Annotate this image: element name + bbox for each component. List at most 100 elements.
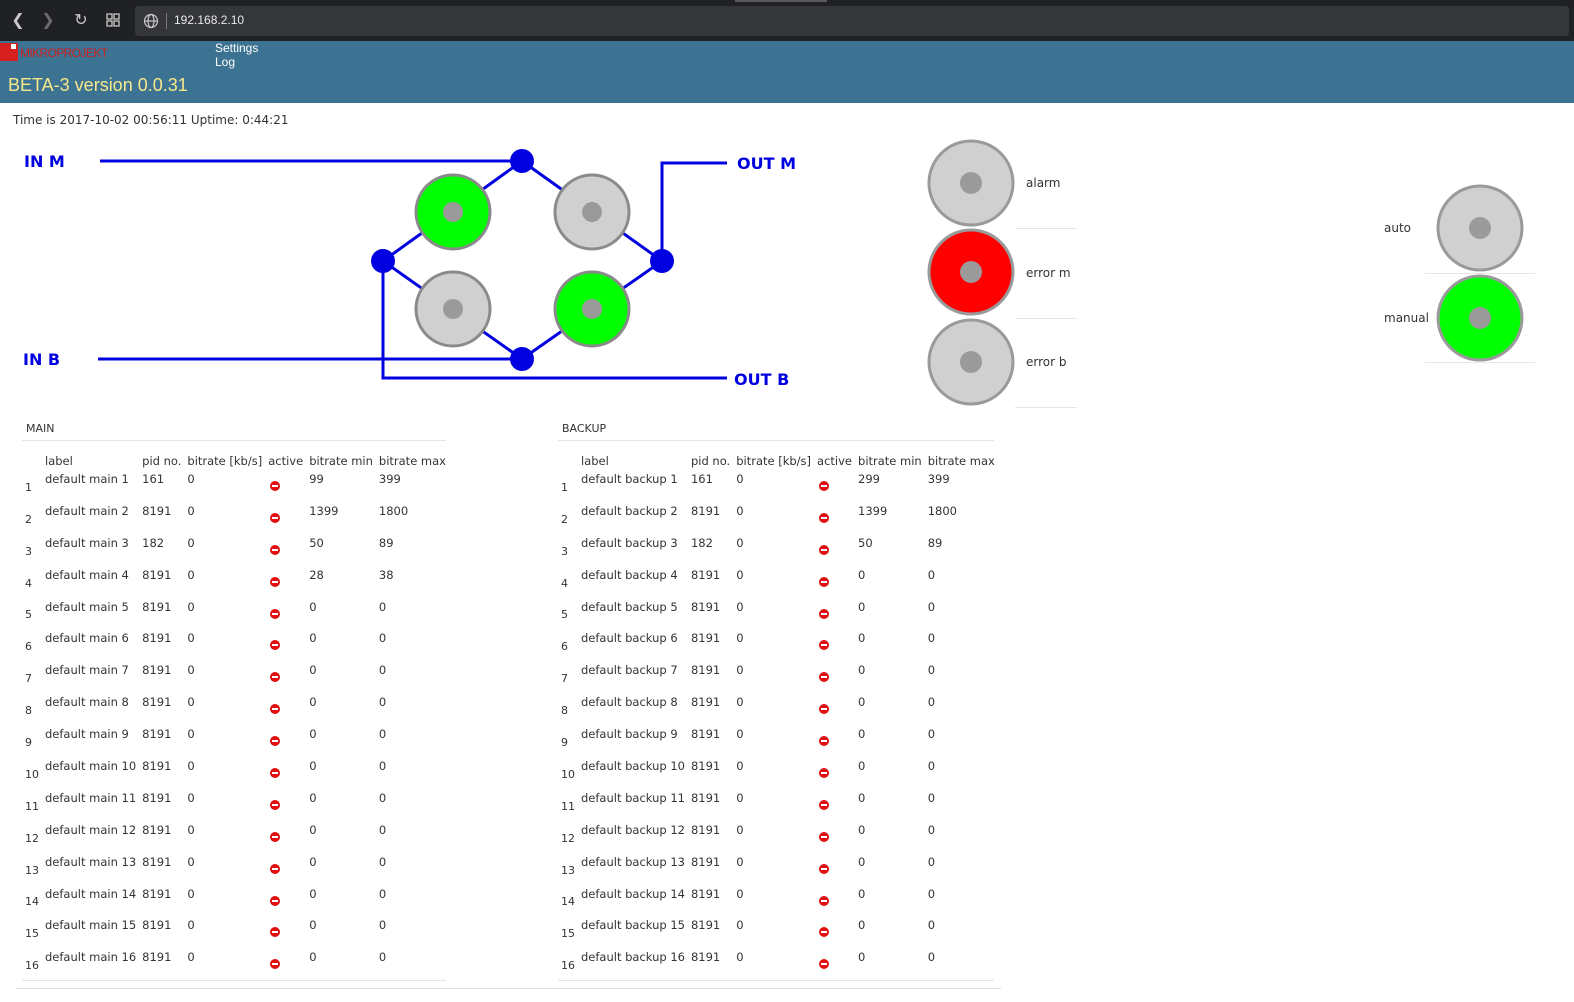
bitrate-min-cell: 99 <box>309 472 324 486</box>
pid-cell: 182 <box>142 535 165 550</box>
label-cell: default main 4 <box>45 567 129 582</box>
menu-item-settings[interactable]: Settings <box>215 41 259 55</box>
bitrate-cell: 0 <box>187 886 195 901</box>
bitrate-min-cell: 0 <box>309 727 317 742</box>
bitrate-max-cell: 38 <box>378 567 394 582</box>
active-cell <box>814 659 855 691</box>
alarm-indicator <box>927 139 1015 227</box>
row-number: 7 <box>561 672 568 686</box>
row-number: 14 <box>561 895 575 909</box>
globe-icon <box>143 13 159 29</box>
bitrate-max-cell: 0 <box>378 886 387 901</box>
bitrate-min-cell: 0 <box>858 599 866 614</box>
time-uptime-text: Time is 2017-10-02 00:56:11 Uptime: 0:44… <box>13 113 289 127</box>
inactive-stop-icon <box>270 767 281 778</box>
bitrate-min-cell: 0 <box>858 790 866 805</box>
label-cell: default main 15 <box>45 918 137 933</box>
bitrate-max-cell: 399 <box>378 472 401 486</box>
inactive-stop-icon <box>819 640 830 651</box>
pid-cell: 8191 <box>142 663 172 678</box>
active-cell <box>265 914 306 946</box>
active-cell <box>814 787 855 819</box>
reload-icon[interactable]: ↻ <box>74 10 88 29</box>
back-icon[interactable]: ❮ <box>11 10 25 29</box>
bitrate-max-cell: 0 <box>378 918 387 933</box>
row-number: 13 <box>25 863 39 877</box>
node-top <box>510 149 534 173</box>
bitrate-cell: 0 <box>187 535 195 550</box>
row-number: 11 <box>25 799 39 813</box>
bitrate-min-cell: 1399 <box>309 503 339 518</box>
pid-cell: 161 <box>142 472 165 486</box>
bitrate-cell: 0 <box>187 822 195 837</box>
row-number: 8 <box>25 704 32 718</box>
row-number: 3 <box>561 544 568 558</box>
active-cell <box>814 691 855 723</box>
row-number: 4 <box>25 576 32 590</box>
bitrate-min-cell: 0 <box>309 695 317 710</box>
apps-grid-icon[interactable] <box>101 8 125 32</box>
bitrate-max-cell: 0 <box>378 854 387 869</box>
status-divider <box>1015 228 1077 229</box>
active-cell <box>265 691 306 723</box>
bitrate-min-cell: 0 <box>309 599 317 614</box>
status-divider <box>1425 273 1535 274</box>
pid-cell: 8191 <box>690 918 721 933</box>
label-cell: default main 11 <box>45 790 137 805</box>
active-cell <box>814 819 855 851</box>
inactive-stop-icon <box>270 799 281 810</box>
bitrate-min-cell: 0 <box>309 918 317 933</box>
address-bar[interactable]: 192.168.2.10 <box>135 6 1569 36</box>
app-header: MIKROPROJEKT Settings Log BETA-3 version… <box>0 41 1574 103</box>
active-cell <box>814 851 855 883</box>
bitrate-max-cell: 1800 <box>927 503 958 518</box>
menu-item-log[interactable]: Log <box>215 55 236 69</box>
pid-cell: 8191 <box>142 950 172 965</box>
inactive-stop-icon <box>819 831 830 842</box>
tab-indicator <box>735 0 827 2</box>
url-text[interactable]: 192.168.2.10 <box>174 13 245 27</box>
forward-icon[interactable]: ❯ <box>41 10 55 29</box>
bitrate-max-cell: 0 <box>378 790 387 805</box>
row-number: 12 <box>561 831 575 845</box>
row-number: 2 <box>25 512 32 526</box>
label-cell: default main 12 <box>45 822 137 837</box>
main-column-header: pid no. <box>142 454 182 468</box>
inactive-stop-icon <box>819 799 830 810</box>
inactive-stop-icon <box>819 927 830 938</box>
bitrate-cell: 0 <box>187 950 195 965</box>
pid-cell: 8191 <box>690 503 721 518</box>
active-cell <box>265 946 306 978</box>
inactive-stop-icon <box>819 544 830 555</box>
inactive-stop-icon <box>819 608 830 619</box>
inactive-stop-icon <box>270 480 281 491</box>
row-number: 6 <box>25 640 32 654</box>
row-number: 9 <box>561 736 568 750</box>
main-column-header: active <box>268 454 304 468</box>
bitrate-cell: 0 <box>187 599 195 614</box>
bitrate-cell: 0 <box>736 599 744 614</box>
pid-cell: 8191 <box>142 567 172 582</box>
active-cell <box>814 564 855 596</box>
diagram-nodes <box>371 149 674 371</box>
inactive-stop-icon <box>819 704 830 715</box>
pid-cell: 8191 <box>142 854 172 869</box>
label-cell: default main 8 <box>45 695 129 710</box>
inactive-stop-icon <box>270 576 281 587</box>
label-cell: default backup 5 <box>581 599 678 614</box>
bitrate-cell: 0 <box>187 472 195 486</box>
bitrate-min-cell: 0 <box>858 759 866 774</box>
label-cell: default main 1 <box>45 472 129 486</box>
